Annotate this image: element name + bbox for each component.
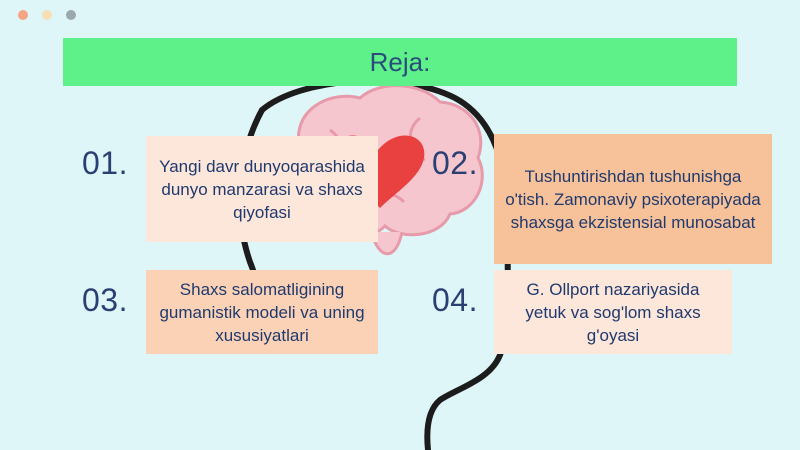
- zoom-dot[interactable]: [66, 10, 76, 20]
- agenda-card-3: Shaxs salomatligining gumanistik modeli …: [146, 270, 378, 354]
- window-controls: [18, 10, 76, 20]
- minimize-dot[interactable]: [42, 10, 52, 20]
- agenda-card-1: Yangi davr dunyoqarashida dunyo manzaras…: [146, 136, 378, 242]
- agenda-card-4: G. Ollport nazariyasida yetuk va sog'lom…: [494, 270, 732, 354]
- agenda-card-text: Tushuntirishdan tushunishga o'tish. Zamo…: [505, 166, 761, 232]
- agenda-card-text: Shaxs salomatligining gumanistik modeli …: [159, 279, 365, 345]
- agenda-card-text: G. Ollport nazariyasida yetuk va sog'lom…: [525, 279, 701, 345]
- item-number-3: 03.: [82, 282, 128, 318]
- agenda-card-text: Yangi davr dunyoqarashida dunyo manzaras…: [159, 156, 365, 222]
- title-bar: Reja:: [63, 38, 737, 86]
- item-number-2: 02.: [432, 145, 478, 181]
- item-number-1: 01.: [82, 145, 128, 181]
- slide-title: Reja:: [369, 46, 431, 77]
- close-dot[interactable]: [18, 10, 28, 20]
- item-number-4: 04.: [432, 282, 478, 318]
- agenda-card-2: Tushuntirishdan tushunishga o'tish. Zamo…: [494, 134, 772, 264]
